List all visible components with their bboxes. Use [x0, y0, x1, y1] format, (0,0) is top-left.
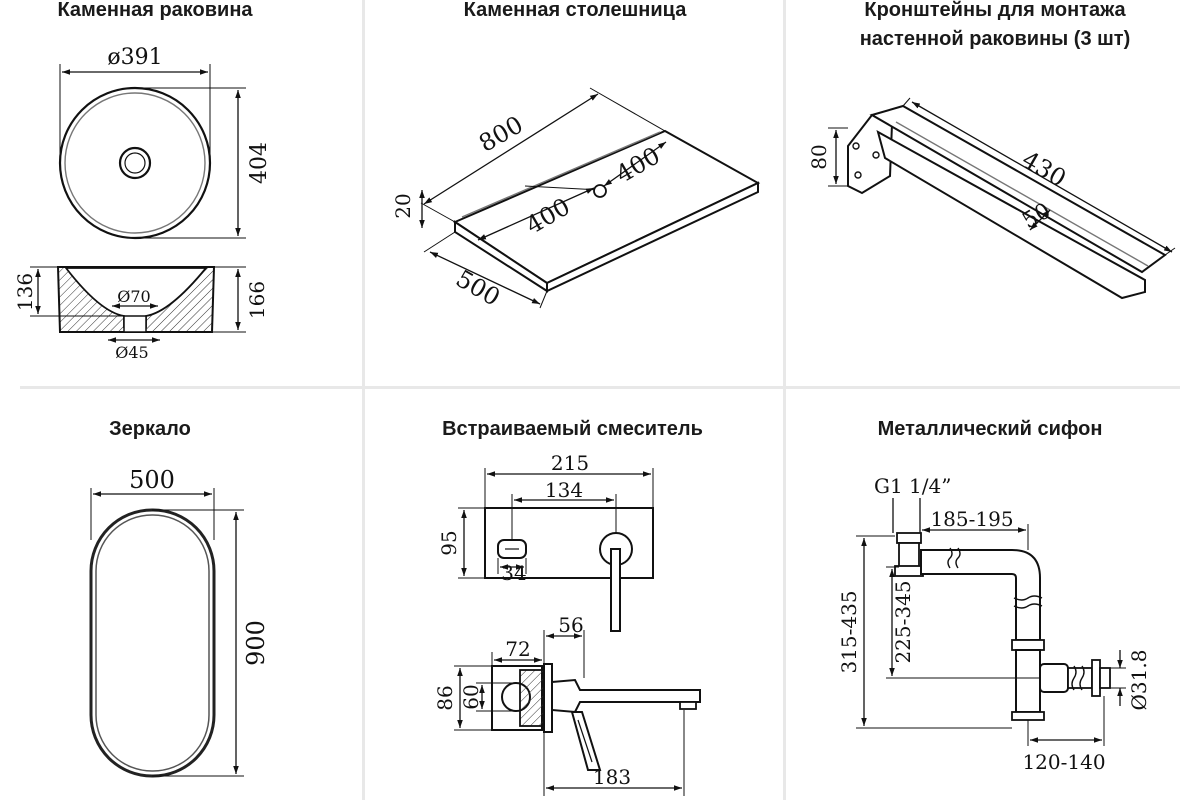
sink-bowl-inner-rim [64, 92, 206, 234]
bracket-width-dim-line [1029, 209, 1051, 231]
bracket-height-label: 80 [807, 144, 831, 169]
mixer-depth-56-label: 56 [558, 613, 583, 637]
bracket-arm-top [869, 104, 1167, 274]
siphon-drawing: G1 1/4” 185-195 315-435 225-345 Ø31.8 12… [837, 474, 1151, 774]
countertop-thickness-label: 20 [391, 193, 415, 218]
mirror-width-label: 500 [129, 466, 175, 494]
sink-depth-inner-label: 136 [13, 273, 37, 311]
mixer-plate-width-label: 215 [551, 451, 589, 475]
mixer-lever [610, 548, 621, 632]
siphon-height-inner-label: 225-345 [891, 580, 915, 663]
mixer-drawing: 215 134 95 34 56 72 [433, 451, 701, 796]
siphon-inlet-nut [896, 532, 922, 544]
mixer-plate-height-label: 95 [437, 530, 461, 555]
sink-depth-outer-label: 166 [245, 281, 269, 319]
bracket-length-dim-line [911, 101, 1173, 253]
countertop-side-edge [546, 181, 759, 293]
siphon-bottle [1015, 649, 1041, 713]
siphon-pipe-break [947, 547, 961, 569]
sink-section-drain [123, 315, 147, 333]
mixer-side-plate [543, 663, 553, 733]
countertop-half-left-dim-line [477, 187, 595, 241]
mirror-title: Зеркало [109, 418, 191, 440]
mirror-frame-outer [89, 508, 216, 778]
mixer-depth-72-label: 72 [505, 637, 530, 661]
sink-drain-outer [118, 146, 152, 180]
countertop-width-dim-line [429, 251, 541, 305]
mixer-title: Встраиваемый смеситель [442, 418, 703, 440]
countertop-tap-hole [593, 184, 607, 198]
siphon-height-total-label: 315-435 [837, 590, 861, 673]
mixer-spout-183-label: 183 [593, 765, 631, 789]
siphon-pipe [920, 549, 1041, 641]
siphon-inlet-body [898, 542, 920, 568]
mixer-body-86-label: 86 [433, 685, 457, 710]
siphon-outlet-label: 120-140 [1022, 750, 1105, 774]
grid-divider-horizontal [20, 386, 1180, 389]
sink-drain-bottom-label: Ø45 [115, 343, 148, 362]
sink-title: Каменная раковина [57, 0, 253, 21]
countertop-title: Каменная столешница [463, 0, 687, 21]
mixer-body-thread [519, 669, 545, 727]
mixer-spout [551, 678, 701, 714]
countertop-width-label: 500 [451, 264, 505, 311]
sink-height-label: 404 [247, 142, 272, 184]
brackets-title-line1: Кронштейны для монтажа [864, 0, 1126, 21]
mirror-drawing: 500 900 [89, 466, 270, 778]
brackets-title-line2: настенной раковины (3 шт) [859, 28, 1131, 50]
mixer-side-lever [570, 711, 602, 771]
sink-diameter-label: ø391 [107, 45, 162, 70]
mixer-spout-tip [679, 701, 697, 710]
brackets-drawing: 80 430 50 [807, 97, 1176, 300]
grid-divider-vertical-right [783, 0, 786, 800]
sink-drawing: ø391 404 136 166 Ø70 Ø45 [13, 45, 272, 362]
countertop-length-dim-line [423, 93, 599, 205]
mirror-frame-inner [95, 514, 210, 772]
mixer-axis-distance-label: 134 [545, 478, 583, 502]
sink-drain-top-label: Ø70 [117, 287, 150, 306]
siphon-diameter-label: Ø31.8 [1127, 650, 1151, 711]
mixer-knob-label: 34 [501, 561, 526, 585]
sink-drain-inner [124, 152, 146, 174]
mirror-height-label: 900 [242, 620, 270, 666]
grid-divider-vertical-left [362, 0, 365, 800]
countertop-length-label: 800 [474, 110, 528, 157]
siphon-reach-label: 185-195 [930, 507, 1013, 531]
countertop-drawing: 800 20 400 400 500 [391, 87, 761, 312]
countertop-half-right-dim-line [603, 141, 667, 187]
sink-bowl-outline [58, 86, 212, 240]
siphon-outlet-flange [1091, 659, 1101, 697]
mixer-body-60-label: 60 [459, 684, 483, 709]
siphon-title: Металлический сифон [877, 418, 1103, 440]
siphon-thread-label: G1 1/4” [874, 474, 951, 498]
bracket-arm-side [876, 129, 1146, 300]
